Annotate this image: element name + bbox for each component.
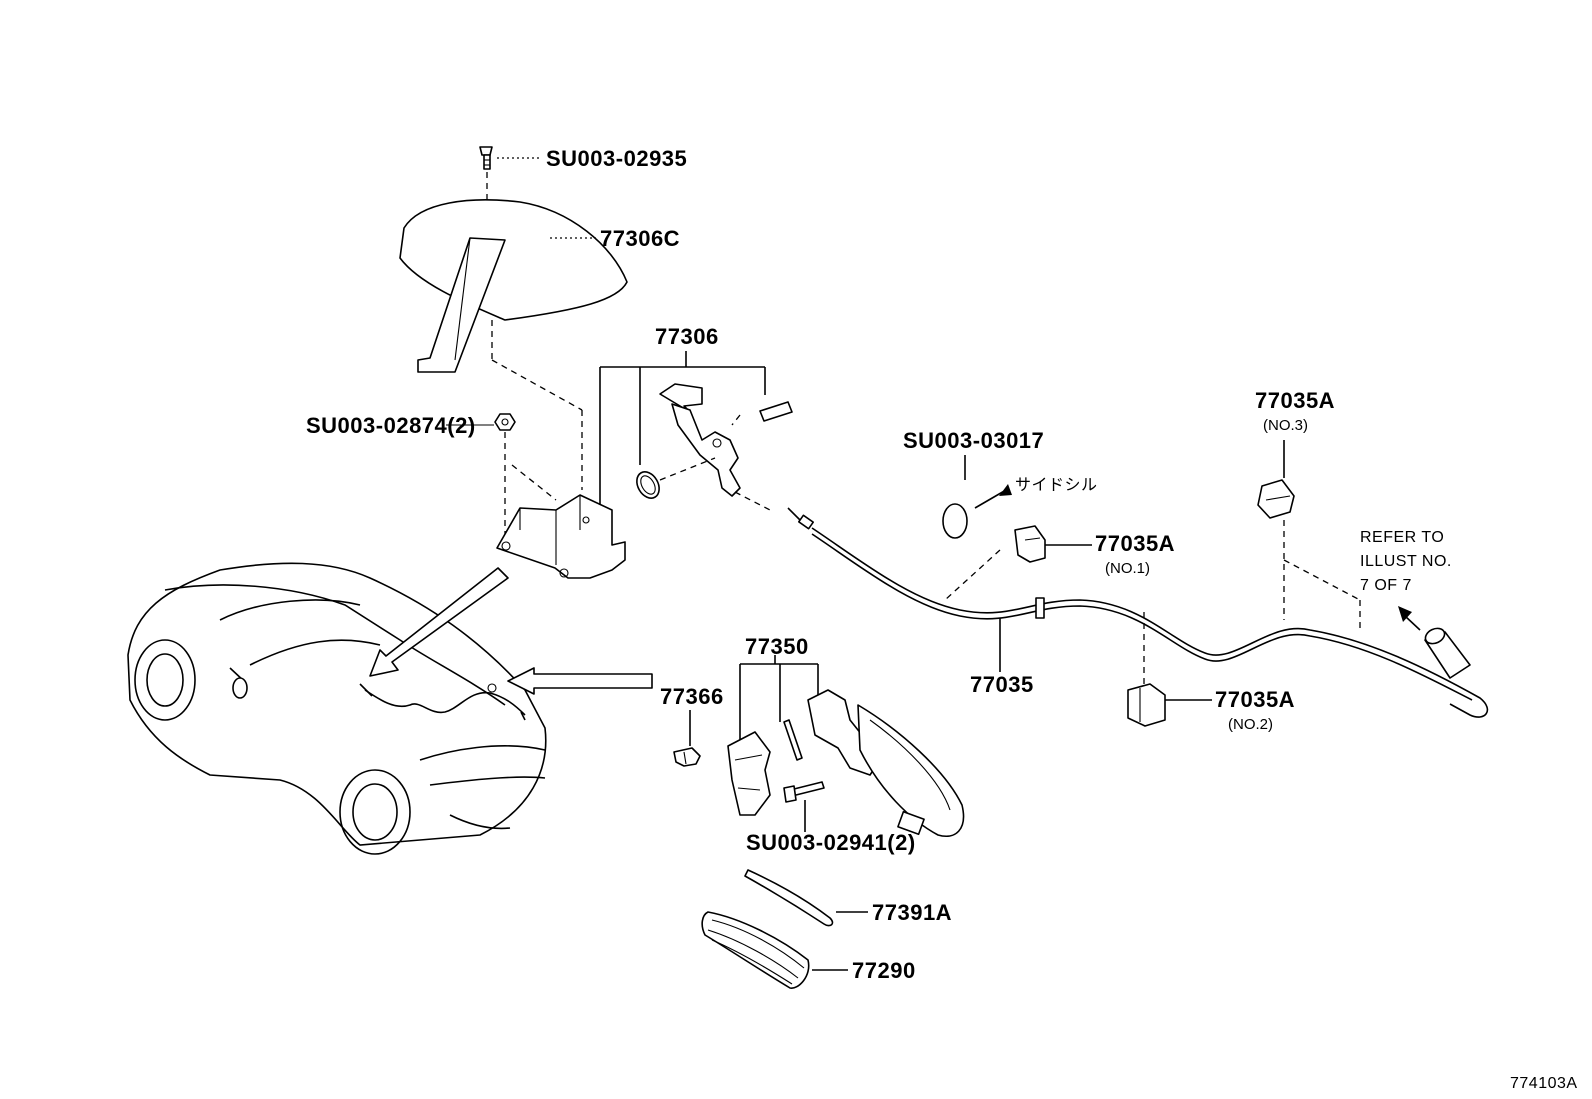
label-su003-02874: SU003-02874(2) [306,413,476,438]
label-77306c: 77306C [600,226,680,251]
label-77350: 77350 [745,634,809,659]
label-no2: (NO.2) [1228,716,1273,733]
bracket [496,494,626,579]
label-su003-03017: SU003-03017 [903,428,1044,453]
label-77035a-no2: 77035A [1215,687,1295,712]
label-77290: 77290 [852,958,916,983]
label-side-sill: サイドシル [1015,477,1098,494]
seal-77391a [744,869,868,927]
car-illustration [127,562,547,855]
label-no3: (NO.3) [1263,417,1308,434]
gasket-77290 [701,911,848,989]
label-77391a: 77391A [872,900,952,925]
nut-su003-02874 [446,413,557,535]
lever-77306 [599,351,793,511]
label-77035a-no3: 77035A [1255,388,1335,413]
release-handle [1398,606,1471,679]
label-no1: (NO.1) [1105,560,1150,577]
label-77306: 77306 [655,324,719,349]
cover-77306c [399,199,628,490]
plug-su003-03017 [942,455,1012,539]
illustration-code: 774103A [1510,1075,1578,1092]
label-su003-02941: SU003-02941(2) [746,830,916,855]
label-77035a-no1: 77035A [1095,531,1175,556]
label-refer-line2: ILLUST NO. [1360,553,1452,570]
label-77366: 77366 [660,684,724,709]
label-su003-02935: SU003-02935 [546,146,687,171]
label-refer-line1: REFER TO [1360,529,1444,546]
clip-77035a-no3 [1257,440,1361,628]
cable-77035 [787,507,1489,718]
pointer-arrows [369,567,653,695]
housing-77350 [727,655,965,837]
label-77035: 77035 [970,672,1034,697]
clip-77035a-no2 [1127,612,1212,727]
clip-77035a-no1 [1014,525,1092,563]
label-refer-line3: 7 OF 7 [1360,577,1412,594]
clip-77366 [673,710,701,767]
